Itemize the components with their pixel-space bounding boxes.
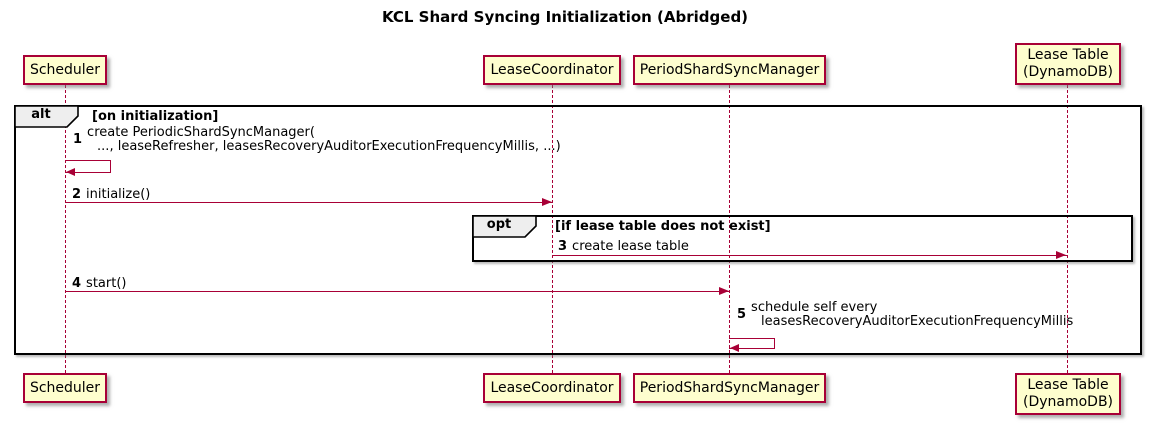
participant-label: Scheduler <box>29 61 101 78</box>
message-1-arrowhead-icon <box>66 168 75 176</box>
message-1-self-loop <box>65 160 111 173</box>
lifeline-scheduler <box>65 85 66 373</box>
message-1-label: 1 create PeriodicShardSyncManager( ..., … <box>73 126 561 154</box>
message-3-arrowhead-icon <box>1056 251 1066 259</box>
pentagon-shape <box>472 215 537 238</box>
participant-box-leasetable-top: Lease Table (DynamoDB) <box>1015 43 1121 85</box>
pentagon-shape <box>14 105 79 128</box>
participant-label: Scheduler <box>29 379 101 396</box>
participant-box-scheduler-top: Scheduler <box>23 55 107 85</box>
participant-box-leasecoordinator-top: LeaseCoordinator <box>483 55 621 85</box>
participant-box-leasetable-bottom: Lease Table (DynamoDB) <box>1015 373 1121 415</box>
alt-frame: alt [on initialization] <box>14 105 1142 355</box>
message-number: 3 <box>558 239 568 254</box>
message-text: create PeriodicShardSyncManager( ..., le… <box>87 125 561 154</box>
opt-operator-label: opt <box>486 217 512 232</box>
participant-label: PeriodShardSyncManager <box>639 61 820 78</box>
participant-label: LeaseCoordinator <box>490 379 614 396</box>
message-4-label: 4 start() <box>72 277 126 291</box>
message-3-arrow-line <box>552 255 1067 256</box>
message-4-arrow-line <box>65 291 729 292</box>
message-text: schedule self every leasesRecoveryAudito… <box>751 300 1074 329</box>
message-number: 2 <box>72 187 82 202</box>
participant-label: (DynamoDB) <box>1022 394 1114 410</box>
participant-label: (DynamoDB) <box>1022 64 1114 80</box>
message-5-self-loop <box>729 338 775 349</box>
participant-box-periodshardsyncmanager-bottom: PeriodShardSyncManager <box>633 373 826 403</box>
message-text: start() <box>86 276 127 291</box>
alt-operator-label: alt <box>31 107 51 122</box>
opt-frame-pentagon <box>472 215 538 238</box>
alt-frame-pentagon <box>14 105 80 128</box>
message-text: create lease table <box>572 239 689 254</box>
opt-condition-label: [if lease table does not exist] <box>555 219 771 234</box>
message-5-arrowhead-icon <box>730 344 739 352</box>
message-2-arrow-line <box>65 202 552 203</box>
alt-condition-label: [on initialization] <box>92 109 219 124</box>
lifeline-leasetable <box>1067 85 1068 373</box>
participant-box-periodshardsyncmanager-top: PeriodShardSyncManager <box>633 55 826 85</box>
participant-label: PeriodShardSyncManager <box>639 379 820 396</box>
opt-frame: opt [if lease table does not exist] <box>472 215 1133 262</box>
message-4-arrowhead-icon <box>719 287 729 295</box>
participant-box-scheduler-bottom: Scheduler <box>23 373 107 403</box>
message-2-arrowhead-icon <box>542 198 552 206</box>
participant-box-leasecoordinator-bottom: LeaseCoordinator <box>483 373 621 403</box>
participant-label: Lease Table <box>1027 47 1109 63</box>
message-2-label: 2 initialize() <box>72 188 150 202</box>
participant-label: LeaseCoordinator <box>490 61 614 78</box>
message-number: 5 <box>737 307 747 322</box>
participant-label: Lease Table <box>1027 377 1109 393</box>
lifeline-leasecoordinator <box>552 85 553 373</box>
message-3-label: 3 create lease table <box>558 240 689 254</box>
message-number: 1 <box>73 132 83 147</box>
lifeline-periodshardsyncmanager <box>729 85 730 373</box>
message-5-label: 5 schedule self every leasesRecoveryAudi… <box>737 301 1073 329</box>
diagram-title: KCL Shard Syncing Initialization (Abridg… <box>381 8 749 26</box>
message-text: initialize() <box>86 187 151 202</box>
message-number: 4 <box>72 276 82 291</box>
